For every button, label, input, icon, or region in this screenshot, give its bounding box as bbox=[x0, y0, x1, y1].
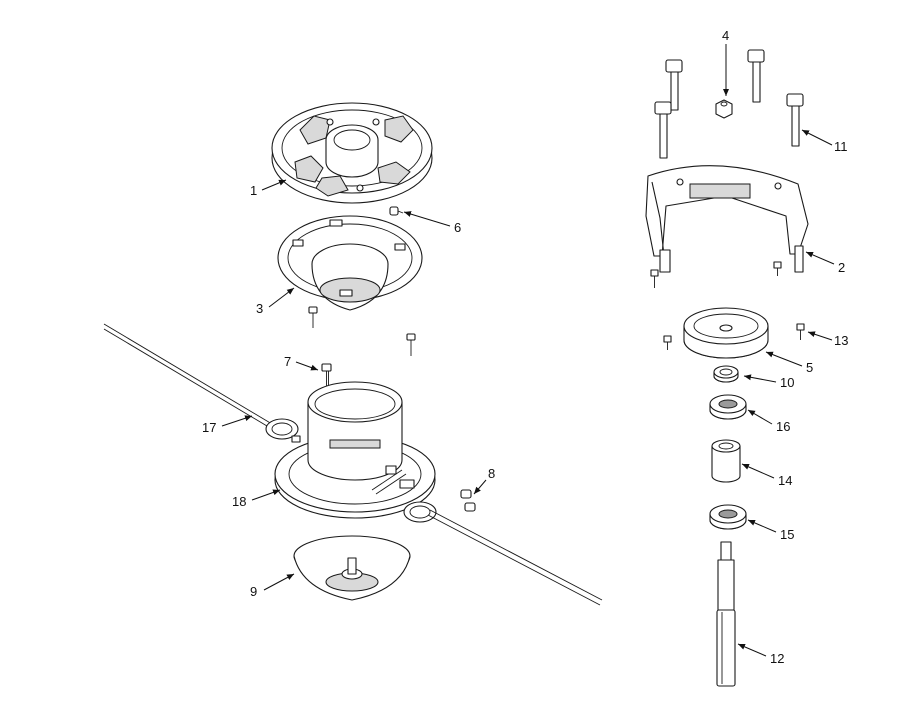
callout-12: 12 bbox=[770, 651, 784, 666]
callout-5: 5 bbox=[806, 360, 813, 375]
callout-1: 1 bbox=[250, 183, 257, 198]
callout-16: 16 bbox=[776, 419, 790, 434]
callout-17: 17 bbox=[202, 420, 216, 435]
callout-11: 11 bbox=[834, 139, 848, 154]
callout-2: 2 bbox=[838, 260, 845, 275]
part-5-pulley bbox=[683, 307, 769, 359]
part-13-screw bbox=[663, 323, 805, 350]
callout-3: 3 bbox=[256, 301, 263, 316]
callout-15: 15 bbox=[780, 527, 794, 542]
part-10-washer bbox=[713, 365, 739, 383]
callout-7: 7 bbox=[284, 354, 291, 369]
callout-18: 18 bbox=[232, 494, 246, 509]
part-15-bearing bbox=[709, 504, 747, 530]
leader-lines bbox=[221, 44, 835, 657]
part-8-screws bbox=[460, 489, 476, 512]
part-14-spacer bbox=[711, 439, 741, 483]
part-11-bolts bbox=[654, 49, 804, 159]
part-12-shaft bbox=[716, 541, 736, 687]
part-9-bump-cup bbox=[293, 535, 411, 601]
part-17-trimmer-line bbox=[103, 323, 299, 440]
part-17-trimmer-line-right bbox=[403, 501, 603, 606]
callout-labels: 1 2 3 4 5 6 7 8 9 10 11 12 13 14 15 16 1… bbox=[202, 28, 848, 666]
callout-13: 13 bbox=[834, 333, 848, 348]
part-4-nut bbox=[715, 99, 733, 119]
part-screw-group-a bbox=[308, 306, 416, 356]
callout-6: 6 bbox=[454, 220, 461, 235]
part-7-screw bbox=[321, 363, 332, 386]
part-18-spool-base bbox=[274, 381, 436, 519]
part-2-bracket bbox=[645, 165, 809, 288]
callout-4: 4 bbox=[722, 28, 729, 43]
part-6-screw bbox=[389, 206, 404, 216]
part-1-top-cover bbox=[271, 102, 433, 204]
part-16-bearing bbox=[709, 394, 747, 420]
callout-14: 14 bbox=[778, 473, 792, 488]
callout-9: 9 bbox=[250, 584, 257, 599]
part-3-lower-plate bbox=[277, 215, 423, 311]
callout-8: 8 bbox=[488, 466, 495, 481]
callout-10: 10 bbox=[780, 375, 794, 390]
